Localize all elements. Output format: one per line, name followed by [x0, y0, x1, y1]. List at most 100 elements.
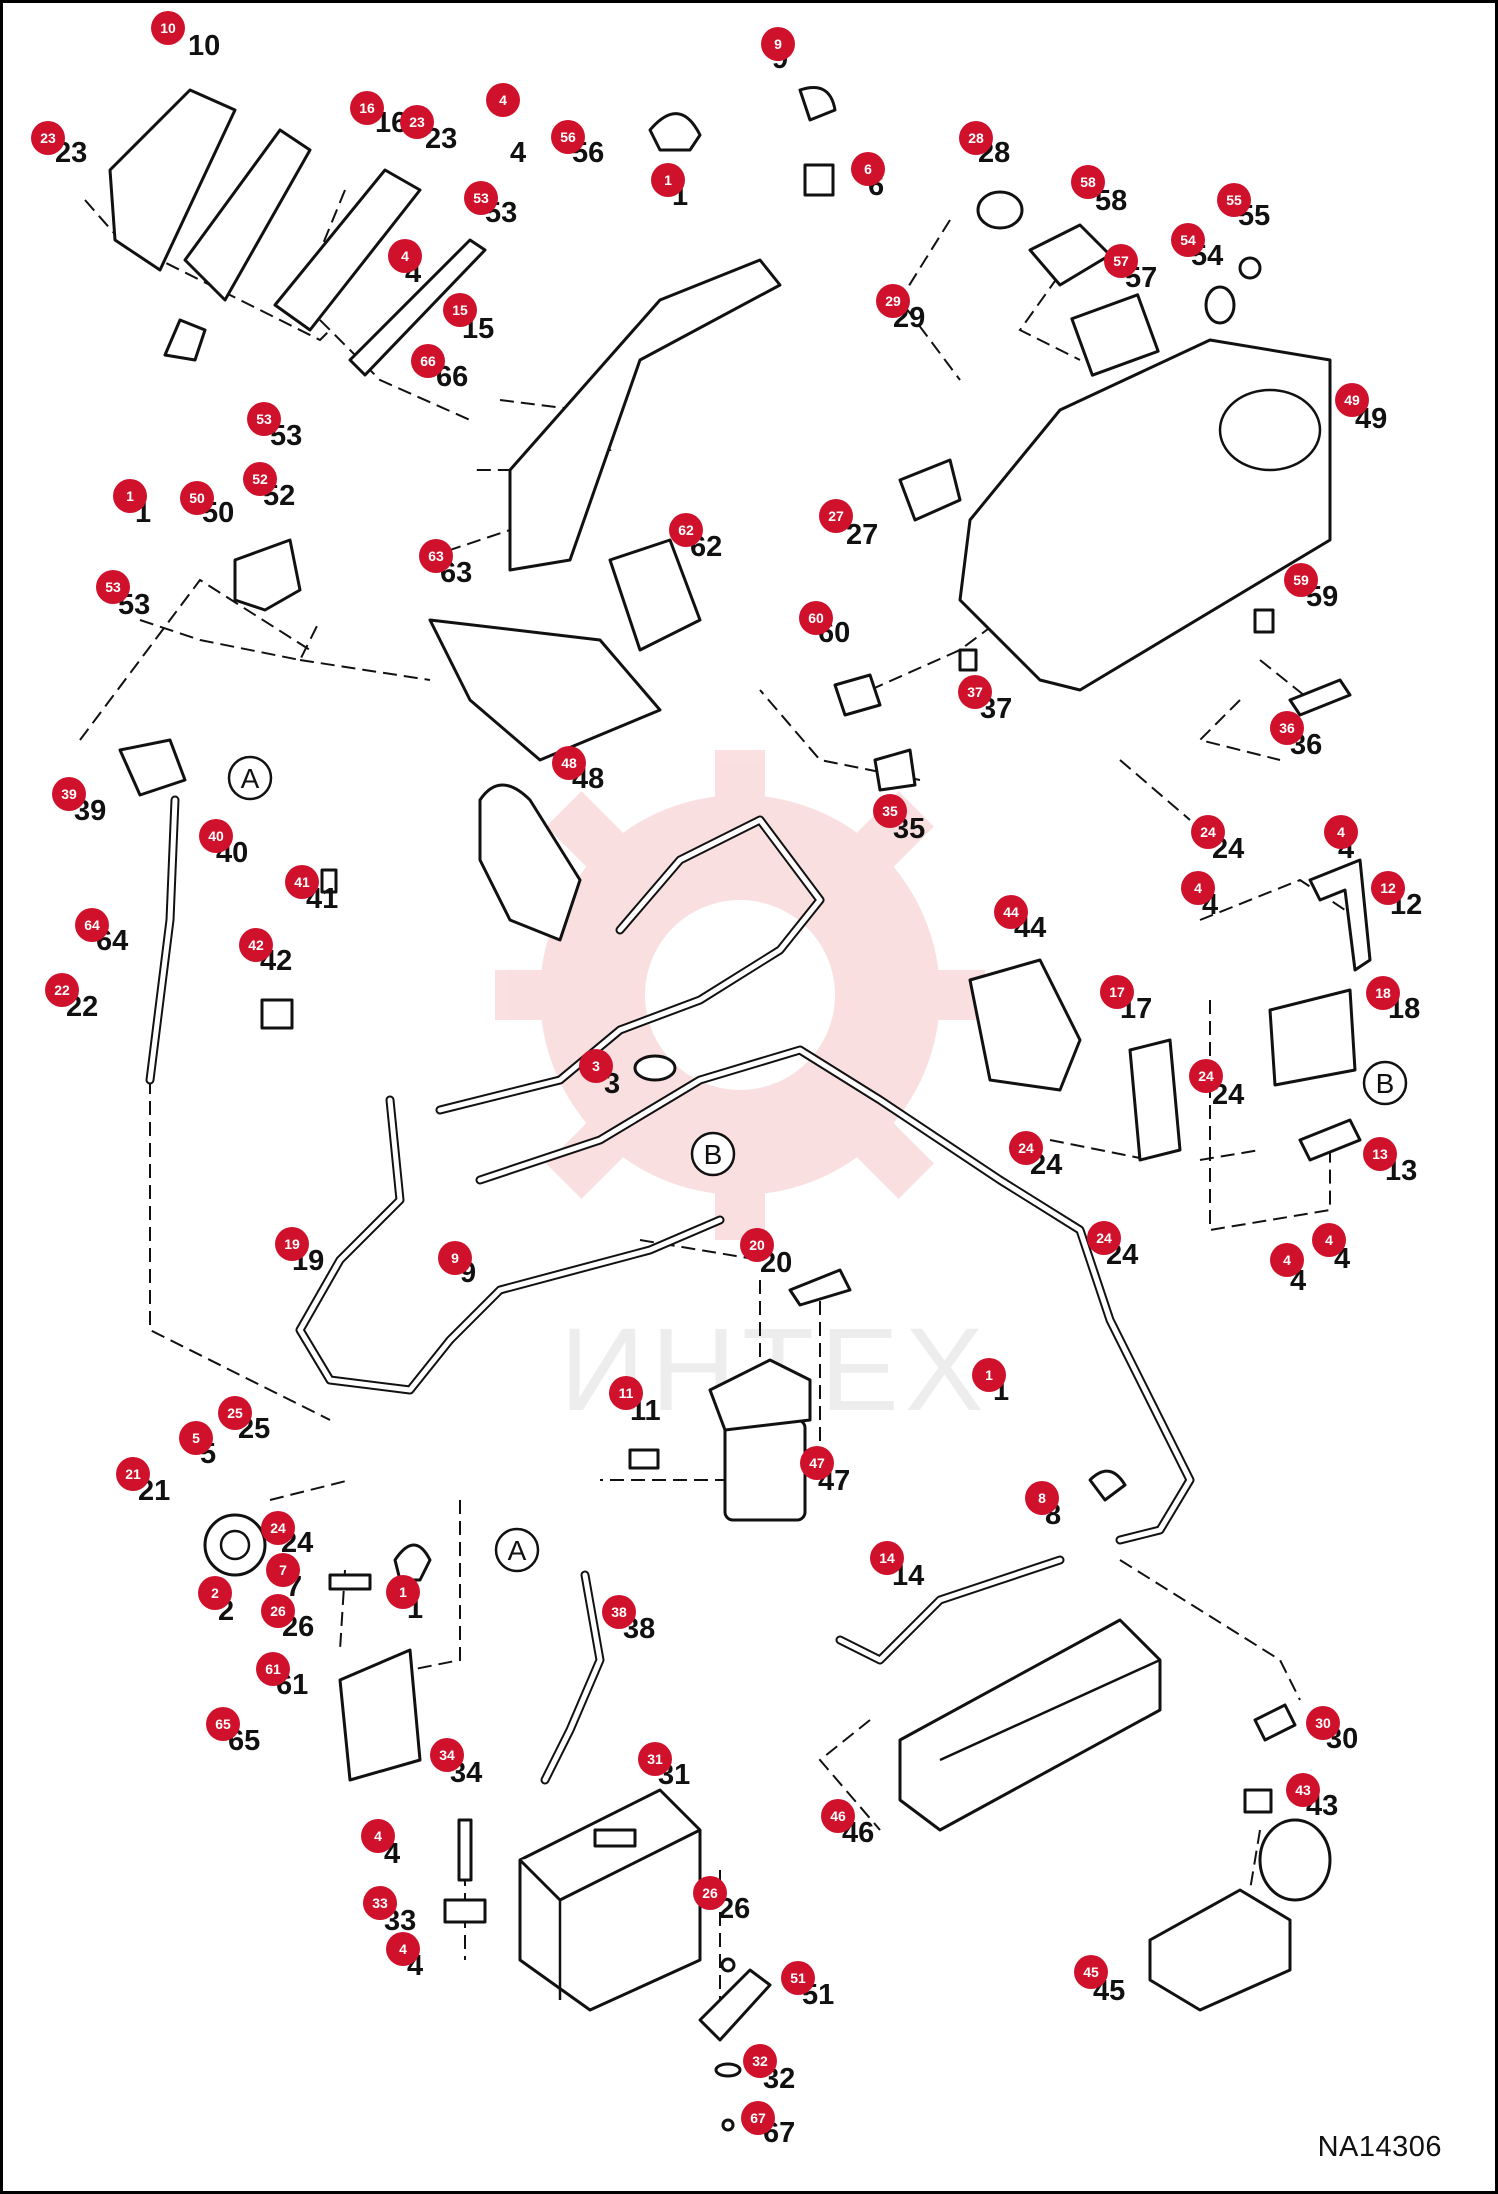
- callout-badge-icon: [1284, 563, 1318, 597]
- callout-badge-number: 18: [1375, 985, 1391, 1001]
- harness-20-inner: [477, 1047, 1193, 1543]
- callout-4: 44: [486, 83, 526, 169]
- callout-badge-icon: [261, 1594, 295, 1628]
- plug-37-part: [958, 648, 978, 672]
- valve-45-part: [1148, 1818, 1332, 2012]
- callout-badge-number: 5: [192, 1430, 200, 1446]
- reference-letter: B: [1376, 1068, 1395, 1099]
- callout-badge-number: 54: [1180, 232, 1196, 248]
- callout-badge-number: 56: [560, 129, 576, 145]
- reference-B: B: [1362, 1060, 1408, 1106]
- switch-39-part: [118, 738, 187, 797]
- keypad-57-part: [1070, 293, 1160, 377]
- callout-badge-icon: [741, 2101, 775, 2135]
- callout-badge-number: 34: [439, 1747, 455, 1763]
- callout-badge-number: 26: [270, 1603, 286, 1619]
- callout-badge-number: 58: [1080, 174, 1096, 190]
- callout-badge-icon: [743, 2044, 777, 2078]
- bracket-15-part: [348, 238, 487, 377]
- switch-35-part: [873, 748, 917, 792]
- callout-badge-icon: [1363, 1137, 1397, 1171]
- callout-badge-number: 44: [1003, 904, 1019, 920]
- callout-number: 4: [510, 137, 526, 169]
- bolt-67-part: [721, 2118, 735, 2132]
- callout-badge-icon: [411, 344, 445, 378]
- callout-badge-number: 43: [1295, 1782, 1311, 1798]
- callout-badge-number: 36: [1279, 720, 1295, 736]
- callout-badge-icon: [958, 675, 992, 709]
- callout-badge-number: 65: [215, 1716, 231, 1732]
- bracket-51-part: [698, 1968, 772, 2042]
- callout-badge-icon: [1181, 871, 1215, 905]
- reference-A: A: [227, 755, 273, 801]
- callout-badge-number: 31: [647, 1751, 663, 1767]
- callout-badge-icon: [400, 105, 434, 139]
- callout-badge-number: 24: [270, 1520, 286, 1536]
- callout-badge-number: 19: [284, 1236, 300, 1252]
- callout-badge-number: 4: [1283, 1252, 1291, 1268]
- callout-badge-icon: [972, 1358, 1006, 1392]
- callout-badge-icon: [638, 1742, 672, 1776]
- callout-badge-number: 46: [830, 1808, 846, 1824]
- callout-badge-number: 12: [1380, 880, 1396, 896]
- callout-badge-icon: [609, 1376, 643, 1410]
- callout-badge-icon: [363, 1886, 397, 1920]
- callout-badge-icon: [206, 1707, 240, 1741]
- callout-badge-icon: [256, 1652, 290, 1686]
- callout-badge-number: 1: [126, 488, 134, 504]
- cable-64-inner: [147, 797, 178, 1083]
- fuse-panel-cover-part: [108, 88, 312, 362]
- callout-badge-icon: [180, 481, 214, 515]
- connector-36-part: [1288, 678, 1352, 717]
- callout-badge-number: 57: [1113, 253, 1129, 269]
- bracket-13-part: [1298, 1118, 1362, 1162]
- drawing-number: NA14306: [1317, 2131, 1442, 2163]
- callout-badge-number: 10: [160, 20, 176, 36]
- callout-badge-number: 64: [84, 917, 100, 933]
- callout-badge-icon: [198, 1576, 232, 1610]
- gasket-frame-part: [273, 168, 422, 332]
- callout-4: 44: [1312, 1223, 1350, 1275]
- callout-number: 27: [846, 519, 878, 551]
- callout-badge-number: 47: [809, 1455, 825, 1471]
- harness-14-part: [835, 1555, 1065, 1665]
- callout-badge-number: 15: [452, 302, 468, 318]
- reference-letter: B: [704, 1139, 723, 1170]
- callout-badge-number: 4: [1337, 824, 1345, 840]
- callout-badge-icon: [275, 1227, 309, 1261]
- cable-strap-part: [648, 112, 702, 152]
- callout-badge-icon: [1324, 815, 1358, 849]
- joystick-48-part: [478, 783, 582, 942]
- callout-7: 77: [266, 1553, 302, 1603]
- callout-badge-icon: [218, 1396, 252, 1430]
- console-panel-part: [958, 338, 1332, 692]
- callout-badge-number: 9: [774, 36, 782, 52]
- callout-badge-number: 16: [359, 100, 375, 116]
- callout-badge-number: 29: [885, 293, 901, 309]
- callout-badge-icon: [31, 121, 65, 155]
- sensor-43-part: [1243, 1788, 1273, 1814]
- callout-badge-icon: [430, 1738, 464, 1772]
